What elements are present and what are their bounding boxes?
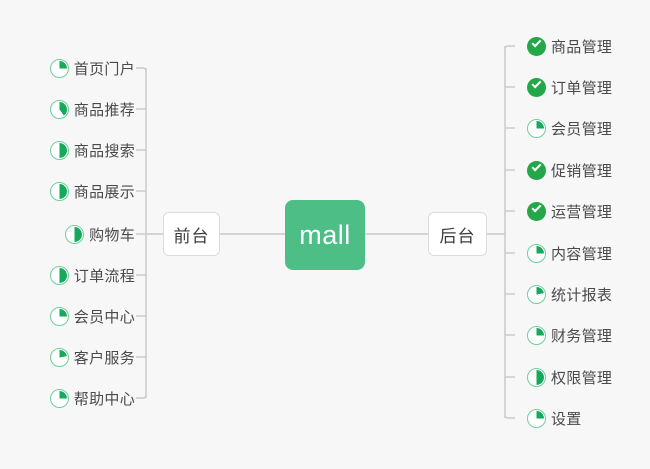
list-item[interactable]: 首页门户 xyxy=(49,57,135,79)
list-item[interactable]: 客户服务 xyxy=(49,346,135,368)
list-item-label: 购物车 xyxy=(89,226,135,244)
list-item-label: 权限管理 xyxy=(551,369,613,387)
branch-node-backend[interactable]: 后台 xyxy=(428,212,487,256)
list-item-label: 商品管理 xyxy=(551,38,613,56)
status-icon xyxy=(49,140,69,160)
list-item[interactable]: 统计报表 xyxy=(527,283,612,305)
status-icon-complete xyxy=(527,201,546,221)
list-item-label: 商品搜索 xyxy=(73,142,135,160)
status-icon xyxy=(49,99,69,119)
status-icon xyxy=(527,367,546,387)
status-icon xyxy=(49,388,69,408)
status-icon xyxy=(527,243,546,263)
list-item[interactable]: 商品展示 xyxy=(49,180,135,202)
status-icon xyxy=(527,325,546,345)
branch-node-frontend[interactable]: 前台 xyxy=(163,212,220,256)
status-icon xyxy=(49,181,69,201)
list-item-label: 统计报表 xyxy=(551,286,613,304)
status-icon xyxy=(527,118,546,138)
status-icon xyxy=(49,58,69,78)
list-item[interactable]: 权限管理 xyxy=(527,366,612,388)
list-item-label: 订单管理 xyxy=(551,79,613,97)
list-item-label: 财务管理 xyxy=(551,327,613,345)
list-item[interactable]: 帮助中心 xyxy=(49,387,135,409)
list-item[interactable]: 促销管理 xyxy=(527,159,612,181)
list-item-label: 客户服务 xyxy=(73,349,135,367)
root-node[interactable]: mall xyxy=(285,200,365,270)
list-item[interactable]: 会员管理 xyxy=(527,117,612,139)
list-item[interactable]: 商品管理 xyxy=(527,35,612,57)
branch-node-label: 后台 xyxy=(439,226,476,246)
status-icon-complete xyxy=(527,160,546,180)
list-item-label: 运营管理 xyxy=(551,203,613,221)
status-icon xyxy=(527,408,546,428)
list-item[interactable]: 订单流程 xyxy=(49,264,135,286)
root-node-label: mall xyxy=(299,219,351,250)
status-icon-complete xyxy=(527,36,546,56)
status-icon xyxy=(49,306,69,326)
list-item-label: 商品推荐 xyxy=(73,101,135,119)
list-item-label: 会员管理 xyxy=(551,120,613,138)
list-item-label: 首页门户 xyxy=(73,60,135,78)
list-item-label: 促销管理 xyxy=(551,162,613,180)
status-icon xyxy=(49,265,69,285)
list-item-label: 会员中心 xyxy=(73,308,135,326)
status-icon xyxy=(527,284,546,304)
list-item[interactable]: 商品搜索 xyxy=(49,139,135,161)
list-item-label: 订单流程 xyxy=(73,267,135,285)
list-item[interactable]: 购物车 xyxy=(65,223,135,245)
list-item[interactable]: 商品推荐 xyxy=(49,98,135,120)
list-item[interactable]: 会员中心 xyxy=(49,305,135,327)
list-item[interactable]: 设置 xyxy=(527,407,582,429)
list-item-label: 设置 xyxy=(551,410,582,428)
list-item[interactable]: 内容管理 xyxy=(527,242,612,264)
list-item-label: 内容管理 xyxy=(551,245,613,263)
status-icon-complete xyxy=(527,77,546,97)
list-item[interactable]: 运营管理 xyxy=(527,200,612,222)
list-item-label: 帮助中心 xyxy=(73,390,135,408)
branch-node-label: 前台 xyxy=(173,226,210,246)
list-item[interactable]: 财务管理 xyxy=(527,324,612,346)
list-item[interactable]: 订单管理 xyxy=(527,76,612,98)
status-icon xyxy=(65,224,85,244)
status-icon xyxy=(49,347,69,367)
list-item-label: 商品展示 xyxy=(73,183,135,201)
